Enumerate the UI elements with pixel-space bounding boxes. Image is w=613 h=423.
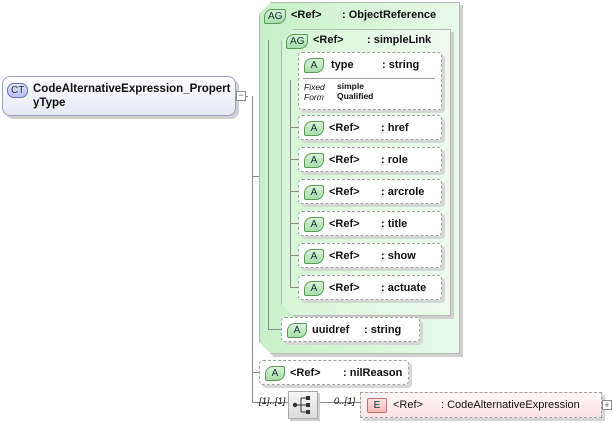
fixed-label: Fixed [304,82,325,92]
sequence-icon [292,396,310,414]
type-attribute-name: type [331,59,354,71]
form-label: Form [304,92,324,102]
sequence-compositor[interactable] [288,391,318,419]
complex-type-name-line1: CodeAlternativeExpression_Propert [33,83,231,95]
connector-role [290,159,300,160]
actuate-name: : actuate [381,282,427,294]
connector-actuate [290,287,300,288]
element-name: : CodeAlternativeExpression [441,399,580,411]
actuate-ref: <Ref> [329,282,360,294]
title-attribute[interactable]: A <Ref> : title [298,211,442,236]
title-badge: A [304,217,324,232]
uuidref-attribute[interactable]: A uuidref : string [281,317,420,342]
simple-link-name: : simpleLink [367,34,432,46]
type-attribute[interactable]: A type : string Fixed simple Form Qualif… [298,52,442,110]
uuidref-type: : string [364,324,402,336]
arcrole-ref: <Ref> [329,186,360,198]
arcrole-name: : arcrole [381,186,425,198]
href-ref: <Ref> [329,122,360,134]
connector-object-ref-trunk [268,40,269,330]
role-name: : role [381,154,408,166]
type-attribute-badge: A [304,58,324,73]
complex-type-name-line2: yType [33,97,66,109]
title-ref: <Ref> [329,218,360,230]
connector-to-nil-reason [252,372,260,373]
expand-plus-icon: + [604,400,610,410]
arcrole-attribute[interactable]: A <Ref> : arcrole [298,179,442,204]
simple-link-ref: <Ref> [313,34,344,46]
nil-reason-name: : nilReason [343,367,403,379]
nil-reason-ref: <Ref> [290,367,321,379]
show-ref: <Ref> [329,250,360,262]
href-attribute[interactable]: A <Ref> : href [298,115,442,140]
connector-show [290,255,300,256]
show-badge: A [304,249,324,264]
connector-to-sequence [252,402,288,403]
object-reference-badge: AG [264,9,286,24]
connector-trunk [252,96,253,402]
type-attribute-type: : string [382,59,420,71]
role-attribute[interactable]: A <Ref> : role [298,147,442,172]
sequence-cardinality: [1]..[1] [259,396,286,407]
element-ref: <Ref> [393,399,423,411]
complex-type-node[interactable]: CT CodeAlternativeExpression_Propert yTy… [2,76,236,116]
code-alternative-expression-element[interactable]: E <Ref> : CodeAlternativeExpression [360,392,602,418]
object-reference-ref: <Ref> [291,9,322,21]
actuate-badge: A [304,281,324,296]
connector-href [290,127,300,128]
connector-uuidref [268,329,282,330]
arcrole-badge: A [304,185,324,200]
connector-title [290,223,300,224]
role-badge: A [304,153,324,168]
title-name: : title [381,218,408,230]
uuidref-badge: A [287,323,307,338]
show-name: : show [381,250,416,262]
href-name: : href [381,122,409,134]
object-reference-name: : ObjectReference [342,9,437,21]
fixed-value: simple [337,81,364,91]
complex-type-collapse-button[interactable]: − [236,91,246,101]
collapse-minus-icon: − [238,90,244,100]
form-value: Qualified [337,91,374,101]
connector-simple-link-trunk [290,80,291,287]
connector-sequence-to-element [318,402,362,403]
actuate-attribute[interactable]: A <Ref> : actuate [298,275,442,300]
complex-type-badge: CT [7,83,29,98]
connector-arcrole [290,191,300,192]
element-expand-button[interactable]: + [602,400,612,410]
nil-reason-badge: A [265,366,285,381]
type-attribute-divider [303,78,435,79]
nil-reason-attribute[interactable]: A <Ref> : nilReason [259,360,409,385]
simple-link-badge: AG [286,34,308,49]
uuidref-name: uuidref [312,324,350,336]
element-cardinality: 0..[1] [334,396,356,407]
element-badge: E [367,398,387,413]
role-ref: <Ref> [329,154,360,166]
href-badge: A [304,121,324,136]
show-attribute[interactable]: A <Ref> : show [298,243,442,268]
